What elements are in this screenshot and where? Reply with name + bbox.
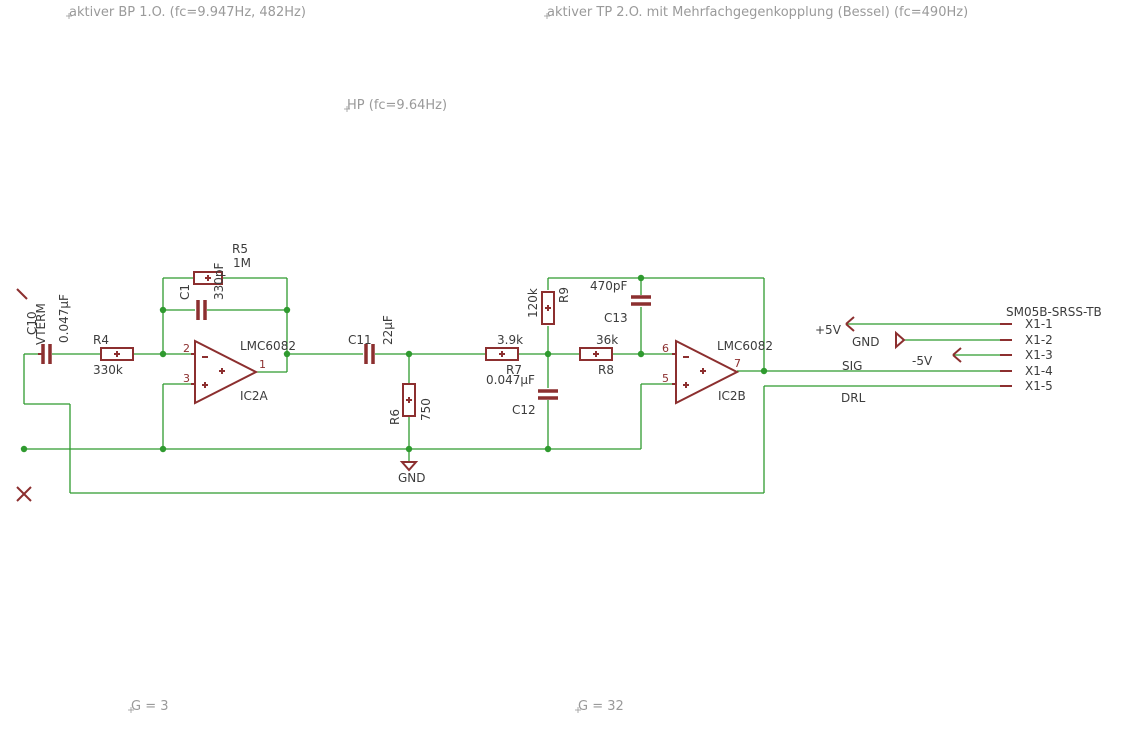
gnd-arrow-icon bbox=[895, 330, 906, 350]
r6-name: R6 bbox=[388, 409, 402, 425]
c11-name: C11 bbox=[348, 333, 372, 347]
r4-name: R4 bbox=[93, 333, 109, 347]
ic2a-name: IC2A bbox=[240, 389, 269, 403]
junctions bbox=[20, 274, 768, 453]
neg5-label: -5V bbox=[912, 354, 933, 368]
pos5-arrow-icon bbox=[845, 316, 855, 332]
resistor-r7[interactable]: 3.9k R7 bbox=[485, 333, 523, 377]
ic2b-value: LMC6082 bbox=[717, 339, 773, 353]
neg5-arrow-icon bbox=[952, 347, 962, 363]
capacitor-c10[interactable]: C10 0.047µF VTERM bbox=[25, 294, 71, 364]
capacitor-c1[interactable]: C1 330pF bbox=[178, 262, 226, 320]
r4-value: 330k bbox=[93, 363, 123, 377]
r9-name: R9 bbox=[557, 287, 571, 303]
connector-pin-5: X1-5 bbox=[1025, 379, 1053, 393]
ic2a-pin-out: 1 bbox=[259, 358, 266, 371]
resistor-r8[interactable]: 36k R8 bbox=[579, 333, 618, 377]
connector-pin-4: X1-4 bbox=[1025, 364, 1053, 378]
resistor-r9[interactable]: R9 120k bbox=[526, 287, 571, 325]
r8-value: 36k bbox=[596, 333, 618, 347]
ground-symbol: GND bbox=[398, 461, 426, 485]
ic2b-pin-out: 7 bbox=[734, 357, 741, 370]
note-bandpass: aktiver BP 1.O. (fc=9.947Hz, 482Hz) bbox=[69, 5, 306, 20]
c10-name: C10 bbox=[25, 311, 39, 335]
c13-name: C13 bbox=[604, 311, 628, 325]
ic2a-value: LMC6082 bbox=[240, 339, 296, 353]
connector-pin-2: X1-2 bbox=[1025, 333, 1053, 347]
gnd-label: GND bbox=[398, 471, 426, 485]
drl-label: DRL bbox=[841, 391, 866, 405]
resistor-r4[interactable]: R4 330k bbox=[93, 333, 134, 377]
opamp-ic2a[interactable]: 2 3 1 LMC6082 IC2A bbox=[183, 339, 296, 405]
ic2b-name: IC2B bbox=[718, 389, 746, 403]
note-gain-stage2: G = 32 bbox=[578, 699, 624, 714]
connector-pin-1: X1-1 bbox=[1025, 317, 1053, 331]
vterm-label: VTERM bbox=[34, 303, 48, 345]
c10-value: 0.047µF bbox=[57, 294, 71, 343]
connector-x1[interactable]: SM05B-SRSS-TB X1-1 X1-2 X1-3 X1-4 X1-5 bbox=[1000, 305, 1102, 393]
c13-value: 470pF bbox=[590, 279, 628, 293]
opamp-ic2b[interactable]: 6 5 7 LMC6082 IC2B bbox=[662, 339, 773, 405]
ic2b-pin-inv: 6 bbox=[662, 342, 669, 355]
r5-name: R5 bbox=[232, 242, 248, 256]
supply-symbols: +5V GND -5V SIG DRL bbox=[815, 316, 962, 405]
ic2a-pin-noninv: 3 bbox=[183, 372, 190, 385]
connector-name: SM05B-SRSS-TB bbox=[1006, 305, 1102, 319]
ic2b-pin-noninv: 5 bbox=[662, 372, 669, 385]
resistor-r5[interactable]: R5 1M bbox=[193, 242, 251, 285]
r6-value: 750 bbox=[419, 398, 433, 421]
c12-value: 0.047µF bbox=[486, 373, 535, 387]
r7-name: R7 bbox=[506, 363, 522, 377]
c12-name: C12 bbox=[512, 403, 536, 417]
connector-pin-3: X1-3 bbox=[1025, 348, 1053, 362]
c1-value: 330pF bbox=[212, 262, 226, 300]
c1-name: C1 bbox=[178, 284, 192, 300]
capacitor-c13[interactable]: 470pF C13 bbox=[590, 279, 651, 325]
note-highpass: HP (fc=9.64Hz) bbox=[347, 98, 447, 113]
annotation-notes: aktiver BP 1.O. (fc=9.947Hz, 482Hz) akti… bbox=[66, 5, 968, 714]
resistor-r6[interactable]: R6 750 bbox=[388, 383, 433, 425]
r9-value: 120k bbox=[526, 288, 540, 318]
r5-value: 1M bbox=[233, 256, 251, 270]
wires bbox=[23, 277, 1010, 494]
capacitor-c11[interactable]: C11 22µF bbox=[348, 315, 395, 364]
note-gain-stage1: G = 3 bbox=[131, 699, 169, 714]
note-lowpass: aktiver TP 2.O. mit Mehrfachgegenkopplun… bbox=[547, 5, 968, 20]
r7-value: 3.9k bbox=[497, 333, 523, 347]
sig-label: SIG bbox=[842, 359, 862, 373]
c11-value: 22µF bbox=[381, 315, 395, 345]
gnd-net-label: GND bbox=[852, 335, 880, 349]
capacitor-c12[interactable]: 0.047µF C12 bbox=[486, 373, 558, 417]
no-connect-markers bbox=[16, 288, 32, 502]
r8-name: R8 bbox=[598, 363, 614, 377]
pos5-label: +5V bbox=[815, 323, 842, 337]
ic2a-pin-inv: 2 bbox=[183, 342, 190, 355]
